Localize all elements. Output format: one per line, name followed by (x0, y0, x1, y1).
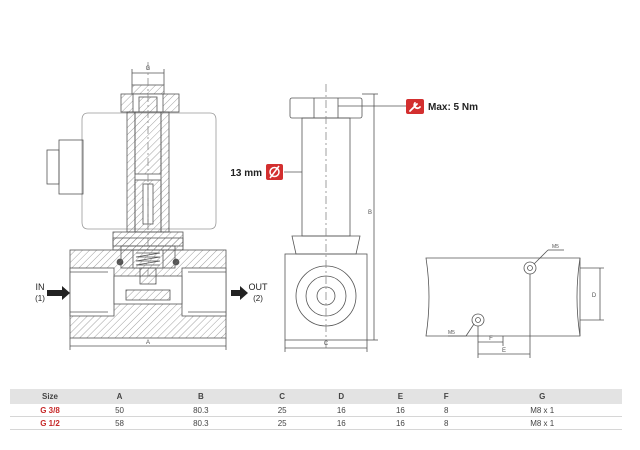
bottom-view (425, 249, 604, 358)
cell-g: M8 x 1 (462, 404, 622, 417)
side-view (284, 84, 406, 352)
diameter-icon (266, 164, 283, 180)
cell-e: 16 (370, 404, 430, 417)
header-a: A (90, 389, 150, 404)
dim-g-label: G (146, 66, 151, 72)
thread-bottom-label: M5 (448, 330, 455, 336)
table-row: G 3/8 50 80.3 25 16 16 8 M8 x 1 (10, 404, 622, 417)
in-label: IN (36, 282, 45, 292)
header-c: C (252, 389, 312, 404)
cell-g: M8 x 1 (462, 416, 622, 430)
dim-d-label: D (592, 293, 597, 299)
valve-drawing: G IN (1) OUT (2) A Max: 5 Nm 13 mm B C D… (35, 62, 604, 358)
cell-c: 25 (252, 416, 312, 430)
cell-d: 16 (311, 404, 371, 417)
wrench-size-label: 13 mm (230, 168, 262, 179)
out-label: OUT (249, 282, 269, 292)
cell-d: 16 (311, 416, 371, 430)
dim-e-label: E (502, 348, 506, 354)
cell-size: G 1/2 (10, 416, 90, 430)
cell-c: 25 (252, 404, 312, 417)
header-d: D (311, 389, 371, 404)
dim-a-label: A (146, 340, 150, 346)
table-row: G 1/2 58 80.3 25 16 16 8 M8 x 1 (10, 416, 622, 430)
in-port-label: (1) (35, 294, 45, 303)
cell-b: 80.3 (149, 416, 253, 430)
thread-top-label: M5 (552, 244, 559, 250)
cell-b: 80.3 (149, 404, 253, 417)
out-port-label: (2) (253, 294, 263, 303)
out-arrow-icon (231, 286, 248, 300)
dim-f-label: F (489, 336, 493, 342)
header-g: G (462, 389, 622, 404)
header-b: B (149, 389, 253, 404)
cell-e: 16 (370, 416, 430, 430)
table-header-row: Size A B C D E F G (10, 389, 622, 404)
header-e: E (370, 389, 430, 404)
dim-b-label: B (368, 210, 372, 216)
wrench-icon (406, 99, 424, 114)
torque-label: Max: 5 Nm (428, 102, 478, 113)
dim-c-label: C (324, 341, 329, 347)
header-size: Size (10, 389, 90, 404)
cell-f: 8 (430, 416, 463, 430)
cell-a: 58 (90, 416, 150, 430)
section-view (46, 62, 227, 350)
cell-f: 8 (430, 404, 463, 417)
dimensions-table: Size A B C D E F G G 3/8 50 80.3 25 16 1… (10, 389, 622, 430)
header-f: F (430, 389, 463, 404)
cell-a: 50 (90, 404, 150, 417)
cell-size: G 3/8 (10, 404, 90, 417)
in-arrow-icon (47, 286, 70, 300)
